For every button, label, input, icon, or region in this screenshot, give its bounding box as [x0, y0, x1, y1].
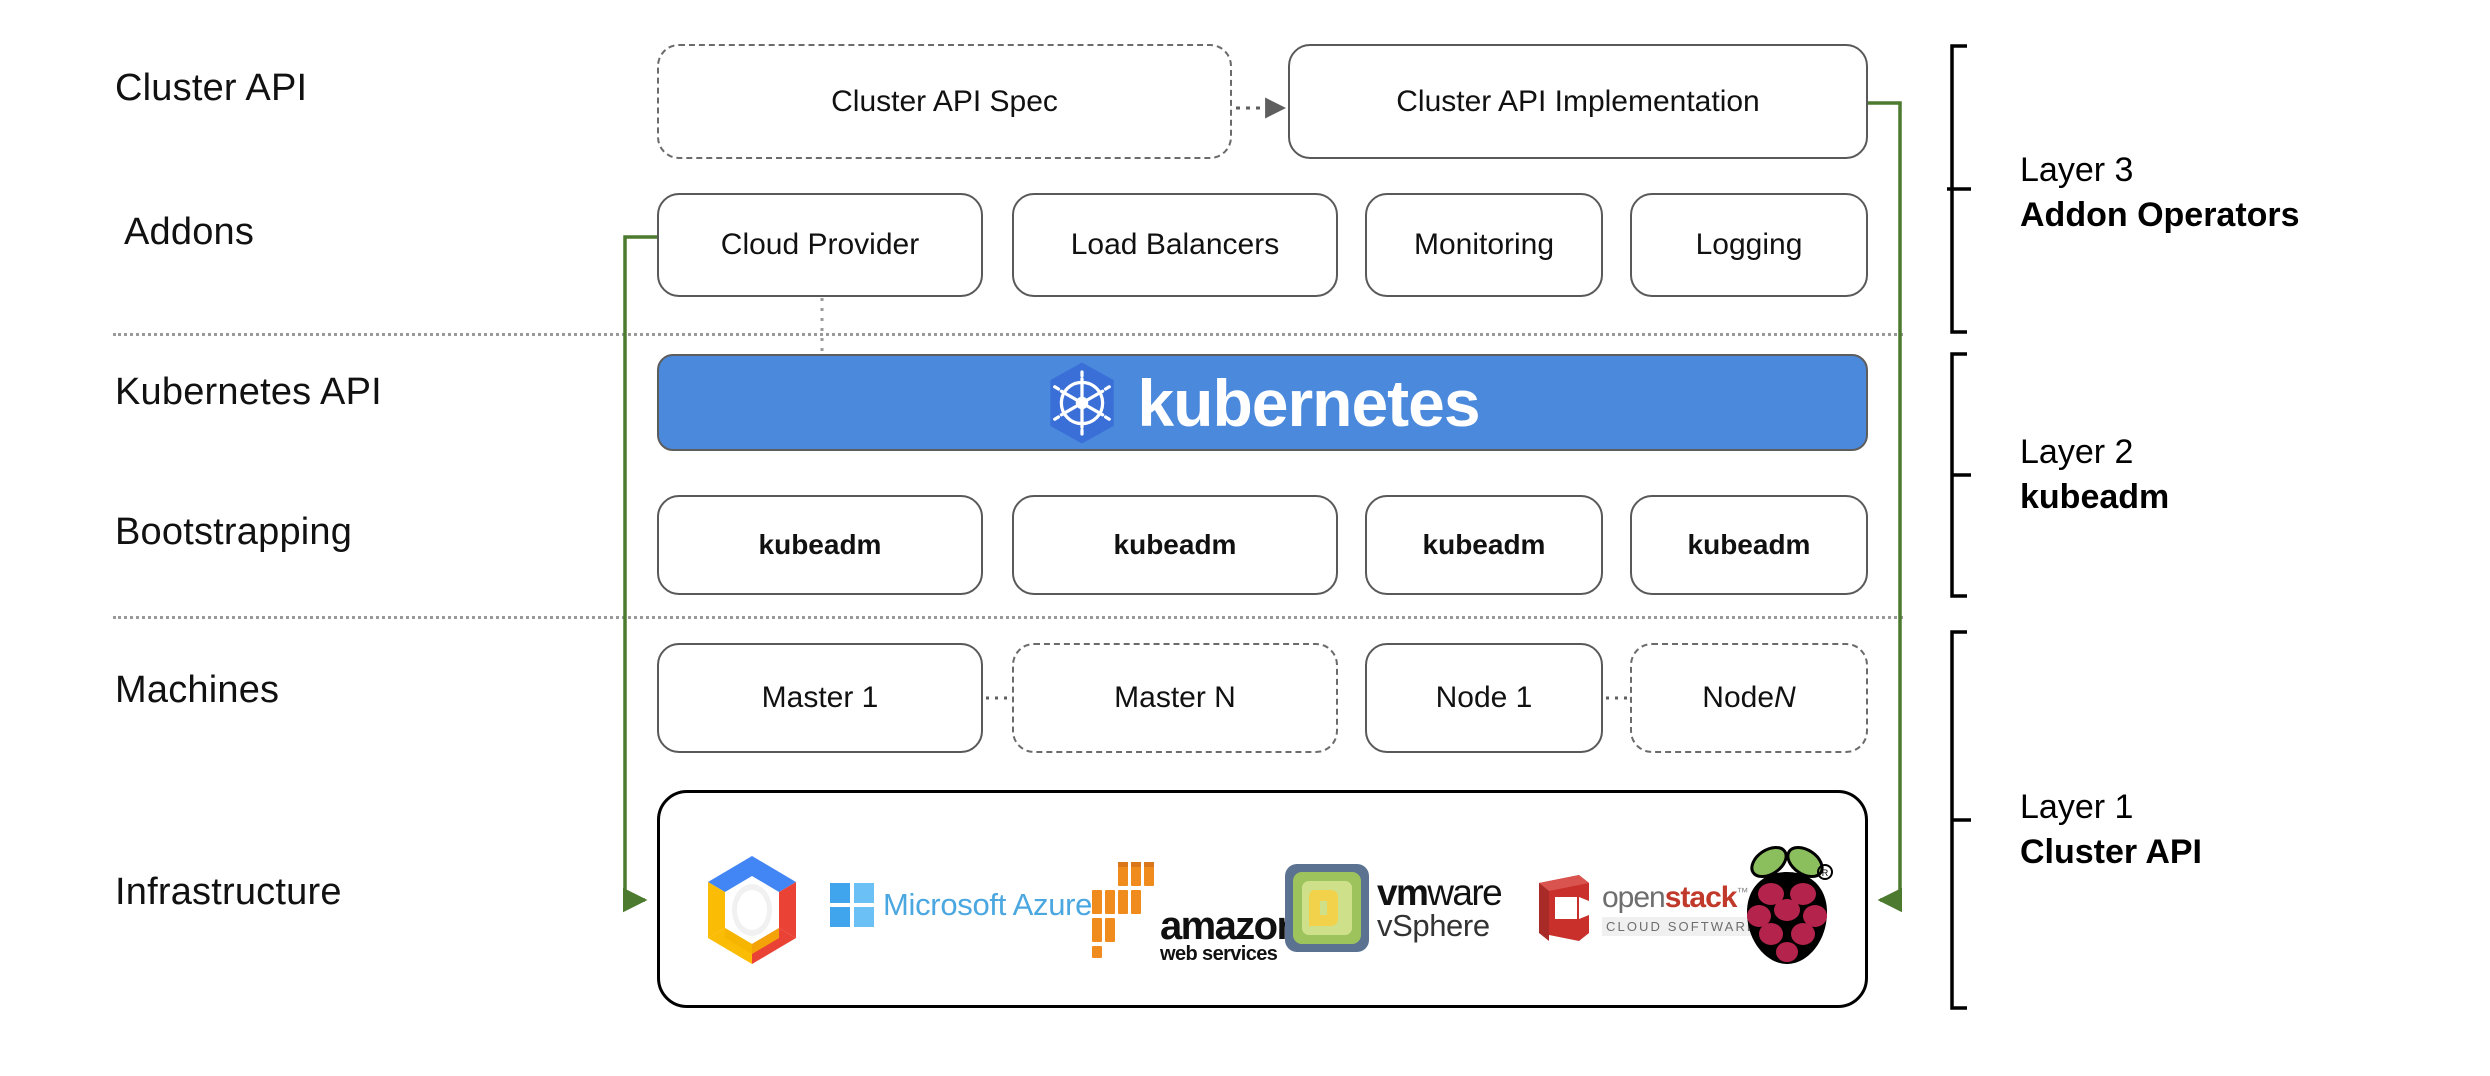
vsphere-label: vSphere: [1377, 907, 1490, 943]
openstack-cube-icon: [1533, 871, 1595, 947]
box-logging-label: Logging: [1695, 228, 1803, 261]
openstack-open-label: open: [1602, 880, 1666, 914]
row-label-infrastructure: Infrastructure: [115, 871, 342, 913]
box-master-1-label: Master 1: [761, 681, 879, 714]
kubernetes-banner[interactable]: kubernetes: [657, 354, 1868, 451]
openstack-top-label: openstack™: [1602, 880, 1748, 914]
logo-microsoft-azure: Microsoft Azure: [830, 880, 1092, 930]
logo-vmware-vsphere: vmware vSphere: [1285, 862, 1503, 954]
box-cluster-api-spec[interactable]: Cluster API Spec: [657, 44, 1232, 159]
bracket-layer-1: [1945, 630, 1979, 1010]
separator-layer2-layer1: [113, 616, 1903, 619]
box-kubeadm-1-label: kubeadm: [758, 529, 882, 560]
aws-wordmark: amazon web services: [1160, 904, 1301, 965]
vmware-label-bold: vm: [1377, 871, 1429, 913]
logo-raspberry-pi: R: [1735, 840, 1845, 970]
layer-label-1: Layer 1 Cluster API: [2020, 785, 2202, 875]
row-label-machines: Machines: [115, 669, 280, 711]
box-cloud-provider-label: Cloud Provider: [720, 228, 920, 261]
box-cluster-api-spec-label: Cluster API Spec: [831, 84, 1058, 118]
box-monitoring-label: Monitoring: [1413, 228, 1555, 261]
layer-label-3-bottom: Addon Operators: [2020, 195, 2300, 234]
box-cluster-api-implementation[interactable]: Cluster API Implementation: [1288, 44, 1868, 159]
row-label-cluster-api: Cluster API: [115, 67, 308, 109]
box-master-1[interactable]: Master 1: [657, 643, 983, 753]
box-kubeadm-2[interactable]: kubeadm: [1012, 495, 1338, 595]
box-node-n-italic-suffix: N: [1774, 681, 1796, 714]
vmware-label-rest: ware: [1427, 871, 1502, 913]
box-node-1[interactable]: Node 1: [1365, 643, 1603, 753]
kubernetes-helm-icon: [1045, 361, 1119, 445]
box-node-n[interactable]: Node N: [1630, 643, 1868, 753]
layer-label-1-top: Layer 1: [2020, 788, 2134, 826]
box-cluster-api-implementation-label: Cluster API Implementation: [1396, 84, 1760, 118]
bracket-layer-2: [1945, 352, 1979, 598]
box-master-n-label: Master N: [1114, 681, 1236, 714]
box-master-n[interactable]: Master N: [1012, 643, 1338, 753]
box-kubeadm-3-label: kubeadm: [1422, 529, 1546, 560]
bracket-layer-3: [1945, 44, 1979, 334]
row-label-bootstrapping: Bootstrapping: [115, 511, 353, 553]
row-label-kubernetes-api: Kubernetes API: [115, 371, 382, 413]
box-node-1-label: Node 1: [1435, 681, 1533, 714]
logo-openstack: openstack™ CLOUD SOFTWARE: [1533, 868, 1762, 950]
openstack-cloud-software-label: CLOUD SOFTWARE: [1602, 916, 1762, 936]
vmware-square-icon: [1285, 864, 1369, 952]
aws-blocks-icon: [1092, 860, 1158, 960]
layer-label-1-bottom: Cluster API: [2020, 832, 2203, 871]
openstack-tm-mark: ™: [1736, 884, 1748, 899]
layer-label-2-bottom: kubeadm: [2020, 477, 2170, 516]
box-kubeadm-3[interactable]: kubeadm: [1365, 495, 1603, 595]
row-label-addons: Addons: [124, 211, 255, 253]
layer-label-2: Layer 2 kubeadm: [2020, 430, 2169, 520]
aws-amazon-label: amazon: [1160, 904, 1301, 948]
box-kubeadm-2-label: kubeadm: [1113, 529, 1237, 560]
microsoft-azure-label: Microsoft Azure: [883, 887, 1093, 922]
openstack-wordmark: openstack™ CLOUD SOFTWARE: [1602, 880, 1762, 936]
openstack-stack-label: stack: [1664, 880, 1738, 914]
box-load-balancers[interactable]: Load Balancers: [1012, 193, 1338, 297]
aws-webservices-label: web services: [1160, 943, 1278, 965]
box-monitoring[interactable]: Monitoring: [1365, 193, 1603, 297]
microsoft-window-icon: [830, 883, 874, 927]
kubernetes-wordmark: kubernetes: [1137, 365, 1480, 440]
box-logging[interactable]: Logging: [1630, 193, 1868, 297]
layer-label-3-top: Layer 3: [2020, 151, 2134, 189]
box-cloud-provider[interactable]: Cloud Provider: [657, 193, 983, 297]
svg-text:R: R: [1822, 868, 1829, 878]
logo-amazon-web-services: amazon web services: [1092, 852, 1301, 965]
box-node-n-label: Node: [1702, 681, 1775, 714]
vmware-wordmark: vmware vSphere: [1377, 871, 1503, 943]
wire-cloudprovider-to-infrastructure: [622, 235, 657, 913]
layer-label-2-top: Layer 2: [2020, 433, 2134, 471]
wire-clusterapi-to-infrastructure: [1868, 101, 1903, 913]
logo-google-cloud-platform: [700, 850, 810, 970]
box-kubeadm-4-label: kubeadm: [1687, 529, 1811, 560]
layer-label-3: Layer 3 Addon Operators: [2020, 148, 2300, 238]
vmware-label: vmware: [1377, 871, 1503, 913]
box-kubeadm-1[interactable]: kubeadm: [657, 495, 983, 595]
box-load-balancers-label: Load Balancers: [1070, 228, 1280, 261]
box-kubeadm-4[interactable]: kubeadm: [1630, 495, 1868, 595]
separator-layer3-layer2: [113, 333, 1903, 336]
